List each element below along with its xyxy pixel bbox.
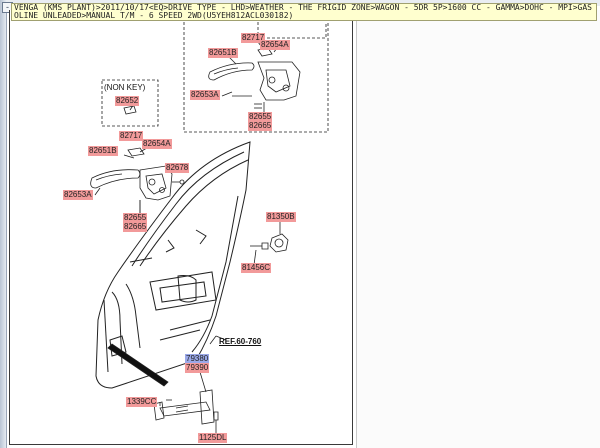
ref-link[interactable]: REF.60-760 <box>219 337 262 346</box>
handle-bezel <box>127 147 145 157</box>
non-key-cap <box>123 105 137 115</box>
part-label-82653a-top[interactable]: 82653A <box>190 90 220 100</box>
part-label-82665[interactable]: 82665 <box>123 222 148 232</box>
splitter-bar[interactable] <box>0 0 7 448</box>
part-label-79380[interactable]: 79380 <box>185 354 210 364</box>
part-label-82652[interactable]: 82652 <box>115 96 140 106</box>
part-label-82655-top[interactable]: 82655 <box>248 112 273 122</box>
vehicle-breadcrumb: VENGA (KMS PLANT)>2011/10/17<EQ>DRIVE TY… <box>11 3 597 21</box>
part-label-82665-top[interactable]: 82665 <box>248 121 273 131</box>
part-label-81456c[interactable]: 81456C <box>241 263 272 273</box>
checker-bolts <box>166 399 219 432</box>
part-label-82678[interactable]: 82678 <box>165 163 190 173</box>
part-label-82717-top[interactable]: 82717 <box>241 33 266 43</box>
top-handle-mechanism <box>257 61 301 101</box>
front-door-outline <box>95 141 251 389</box>
diagram-panel <box>9 10 353 445</box>
outside-handle <box>90 169 141 189</box>
part-label-82653a[interactable]: 82653A <box>63 190 93 200</box>
part-label-82651b[interactable]: 82651B <box>88 146 118 156</box>
weatherstrip <box>107 343 169 387</box>
part-label-79390[interactable]: 79390 <box>185 363 210 373</box>
non-key-label: (NON KEY) <box>104 83 146 92</box>
door-checker <box>153 389 215 425</box>
part-label-1339cc[interactable]: 1339CC <box>126 397 158 407</box>
non-key-box <box>101 79 159 127</box>
part-label-82651b-top[interactable]: 82651B <box>208 48 238 58</box>
part-label-82654a-top[interactable]: 82654A <box>260 40 290 50</box>
part-label-82654a[interactable]: 82654A <box>142 139 172 149</box>
parts-list-panel <box>357 10 600 448</box>
part-label-82717[interactable]: 82717 <box>119 131 144 141</box>
panel-divider <box>356 10 357 448</box>
striker-bolt <box>250 242 269 250</box>
lock-actuator <box>269 233 289 253</box>
part-label-82655[interactable]: 82655 <box>123 213 148 223</box>
part-label-1125dl[interactable]: 1125DL <box>198 433 228 443</box>
top-inset-box <box>183 22 329 133</box>
part-label-81350b[interactable]: 81350B <box>266 212 296 222</box>
top-outside-handle <box>208 62 255 81</box>
